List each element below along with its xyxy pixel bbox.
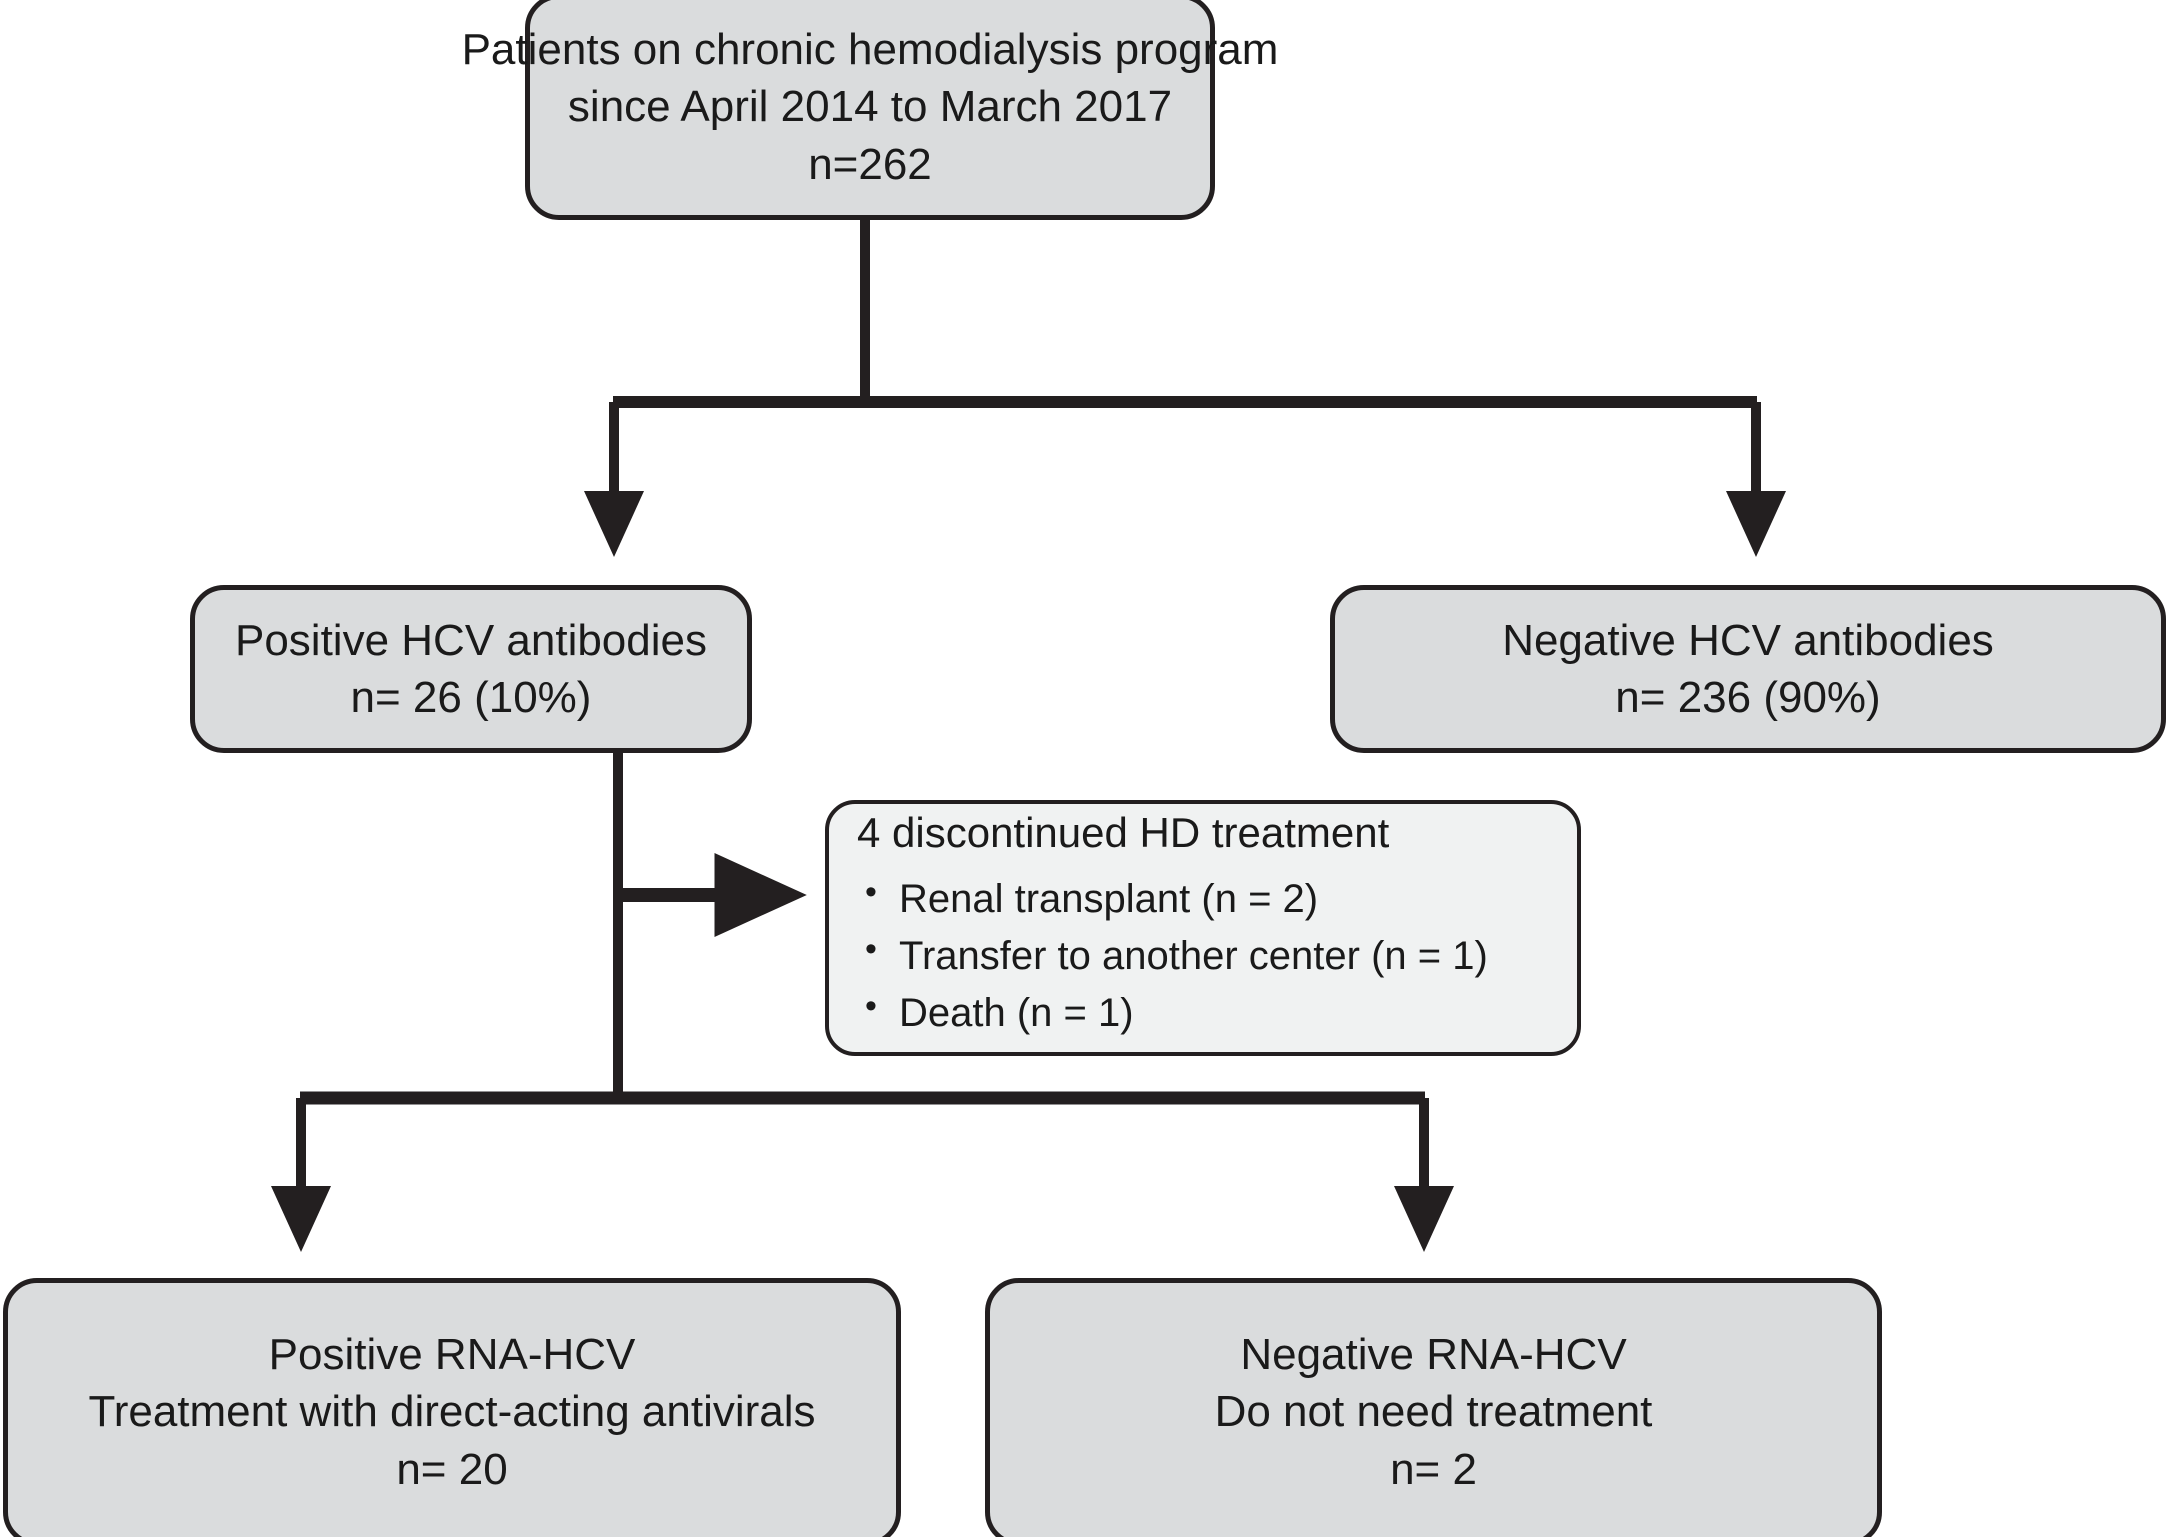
node-root-line-1: Patients on chronic hemodialysis program <box>461 25 1279 75</box>
node-negative-antibodies-line-1: Negative HCV antibodies <box>1502 615 1994 665</box>
node-negative-antibodies-line-2: n= 236 (90%) <box>1615 673 1881 722</box>
discontinued-reason-list: Renal transplant (n = 2) Transfer to ano… <box>857 866 1488 1048</box>
node-positive-rna-line-3: n= 20 <box>396 1444 508 1494</box>
node-negative-rna-hcv[interactable]: Negative RNA-HCV Do not need treatment n… <box>985 1278 1882 1537</box>
node-root-line-3: n=262 <box>808 139 932 189</box>
discontinued-title: 4 discontinued HD treatment <box>857 809 1390 857</box>
list-item: Death (n = 1) <box>857 986 1488 1037</box>
list-item: Renal transplant (n = 2) <box>857 872 1488 923</box>
node-root-line-2: since April 2014 to March 2017 <box>567 82 1173 132</box>
node-positive-rna-hcv[interactable]: Positive RNA-HCV Treatment with direct-a… <box>3 1278 901 1537</box>
node-negative-rna-line-1: Negative RNA-HCV <box>1240 1330 1627 1380</box>
node-negative-rna-line-2: Do not need treatment <box>1214 1387 1653 1437</box>
node-root-cohort[interactable]: Patients on chronic hemodialysis program… <box>462 0 1278 220</box>
node-positive-antibodies-line-2: n= 26 (10%) <box>350 673 592 722</box>
node-positive-rna-line-2: Treatment with direct-acting antivirals <box>88 1387 816 1437</box>
node-negative-hcv-antibodies[interactable]: Negative HCV antibodies n= 236 (90%) <box>1330 585 2166 753</box>
node-negative-rna-line-3: n= 2 <box>1390 1444 1477 1494</box>
node-positive-hcv-antibodies[interactable]: Positive HCV antibodies n= 26 (10%) <box>190 585 752 753</box>
node-discontinued-hd-treatment[interactable]: 4 discontinued HD treatment Renal transp… <box>825 800 1581 1056</box>
node-positive-rna-line-1: Positive RNA-HCV <box>268 1330 636 1380</box>
list-item: Transfer to another center (n = 1) <box>857 929 1488 980</box>
node-positive-antibodies-line-1: Positive HCV antibodies <box>234 615 707 665</box>
